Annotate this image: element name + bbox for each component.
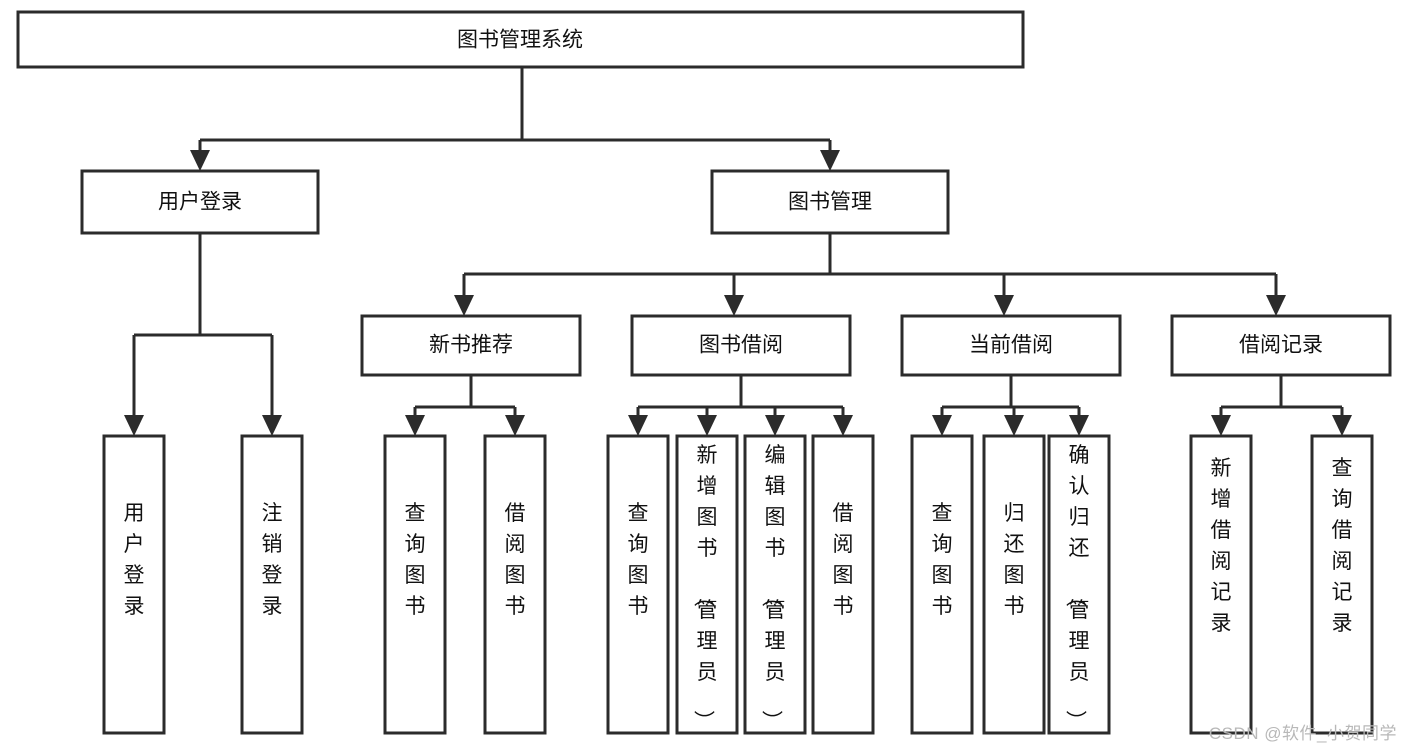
leaf-return-book[interactable]: 归还图书	[982, 434, 1046, 735]
arrowhead-bookmgmt	[820, 150, 840, 171]
arrowhead-leaf10	[1004, 415, 1024, 436]
leaf-query-book-3[interactable]: 查询图书	[910, 434, 974, 735]
leaf-confirm-return-admin-label: 确认归还（管理员）	[1064, 444, 1090, 731]
node-root-label: 图书管理系统	[457, 29, 583, 52]
arrowhead-leaf4	[505, 415, 525, 436]
leaf-query-book-1[interactable]: 查询图书	[383, 434, 447, 735]
arrowhead-leaf1	[124, 415, 144, 436]
arrowhead-record	[1266, 295, 1286, 316]
leaf-return-book-box[interactable]	[982, 434, 1046, 735]
node-user-login-label: 用户登录	[158, 191, 242, 214]
node-user-login-box[interactable]	[80, 169, 320, 235]
node-root-box[interactable]	[16, 10, 1025, 69]
arrowhead-leaf3	[405, 415, 425, 436]
node-new-book-recommend[interactable]: 新书推荐	[360, 314, 582, 377]
arrowhead-leaf5	[628, 415, 648, 436]
node-book-management[interactable]: 图书管理	[710, 169, 950, 235]
arrowhead-leaf12	[1211, 415, 1231, 436]
connector-layer	[124, 67, 1352, 436]
leaf-query-borrow-record-label: 查询借阅记录	[1332, 457, 1353, 635]
leaf-query-book-3-box[interactable]	[910, 434, 974, 735]
leaf-confirm-return-admin-box[interactable]	[1047, 434, 1111, 735]
arrowhead-leaf11	[1069, 415, 1089, 436]
leaf-borrow-book-1[interactable]: 借阅图书	[483, 434, 547, 735]
leaf-user-login-label: 用户登录	[124, 502, 145, 618]
node-current-borrow-box[interactable]	[900, 314, 1122, 377]
leaf-borrow-book-1-box[interactable]	[483, 434, 547, 735]
leaf-add-book-admin[interactable]: 新增图书（管理员）	[675, 434, 739, 735]
node-user-login[interactable]: 用户登录	[80, 169, 320, 235]
arrowhead-leaf2	[262, 415, 282, 436]
node-book-borrow[interactable]: 图书借阅	[630, 314, 852, 377]
arrowhead-leaf8	[833, 415, 853, 436]
leaf-add-borrow-record[interactable]: 新增借阅记录	[1189, 434, 1253, 735]
node-new-book-recommend-box[interactable]	[360, 314, 582, 377]
leaf-query-book-2-label: 查询图书	[628, 502, 649, 618]
leaf-query-borrow-record-box[interactable]	[1310, 434, 1374, 735]
leaf-edit-book-admin-box[interactable]	[743, 434, 807, 735]
leaf-query-book-2-box[interactable]	[606, 434, 670, 735]
arrowhead-leaf9	[932, 415, 952, 436]
leaf-borrow-book-2-label: 借阅图书	[833, 502, 854, 618]
node-borrow-record-box[interactable]	[1170, 314, 1392, 377]
leaf-add-borrow-record-label: 新增借阅记录	[1211, 457, 1232, 635]
leaf-return-book-label: 归还图书	[1004, 502, 1025, 618]
arrowhead-leaf7	[765, 415, 785, 436]
node-borrow-record[interactable]: 借阅记录	[1170, 314, 1392, 377]
node-book-management-label: 图书管理	[788, 191, 872, 214]
arrowhead-login	[190, 150, 210, 171]
leaf-user-login-box[interactable]	[102, 434, 166, 735]
node-new-book-recommend-label: 新书推荐	[429, 334, 513, 357]
arrowhead-borrow	[724, 295, 744, 316]
leaf-logout[interactable]: 注销登录	[240, 434, 304, 735]
leaf-query-book-3-label: 查询图书	[932, 502, 953, 618]
node-current-borrow[interactable]: 当前借阅	[900, 314, 1122, 377]
arrowhead-leaf13	[1332, 415, 1352, 436]
leaf-edit-book-admin[interactable]: 编辑图书（管理员）	[743, 434, 807, 735]
node-book-management-box[interactable]	[710, 169, 950, 235]
node-book-borrow-label: 图书借阅	[699, 334, 783, 357]
leaf-borrow-book-2[interactable]: 借阅图书	[811, 434, 875, 735]
node-current-borrow-label: 当前借阅	[969, 334, 1053, 357]
leaf-add-book-admin-label: 新增图书（管理员）	[692, 444, 718, 731]
leaf-query-book-1-box[interactable]	[383, 434, 447, 735]
node-borrow-record-label: 借阅记录	[1239, 334, 1323, 357]
arrowhead-newbook	[454, 295, 474, 316]
node-book-borrow-box[interactable]	[630, 314, 852, 377]
leaf-confirm-return-admin[interactable]: 确认归还（管理员）	[1047, 434, 1111, 735]
leaf-query-book-2[interactable]: 查询图书	[606, 434, 670, 735]
arrowhead-leaf6	[697, 415, 717, 436]
leaf-logout-label: 注销登录	[262, 502, 283, 618]
csdn-watermark: CSDN @软件_小贺同学	[1208, 724, 1397, 743]
leaf-logout-box[interactable]	[240, 434, 304, 735]
leaf-user-login[interactable]: 用户登录	[102, 434, 166, 735]
node-root[interactable]: 图书管理系统	[16, 10, 1025, 69]
arrowhead-current	[994, 295, 1014, 316]
leaf-borrow-book-1-label: 借阅图书	[505, 502, 526, 618]
leaf-edit-book-admin-label: 编辑图书（管理员）	[760, 444, 786, 731]
leaf-add-book-admin-box[interactable]	[675, 434, 739, 735]
leaf-query-book-1-label: 查询图书	[405, 502, 426, 618]
leaf-query-borrow-record[interactable]: 查询借阅记录	[1310, 434, 1374, 735]
leaf-borrow-book-2-box[interactable]	[811, 434, 875, 735]
leaf-add-borrow-record-box[interactable]	[1189, 434, 1253, 735]
